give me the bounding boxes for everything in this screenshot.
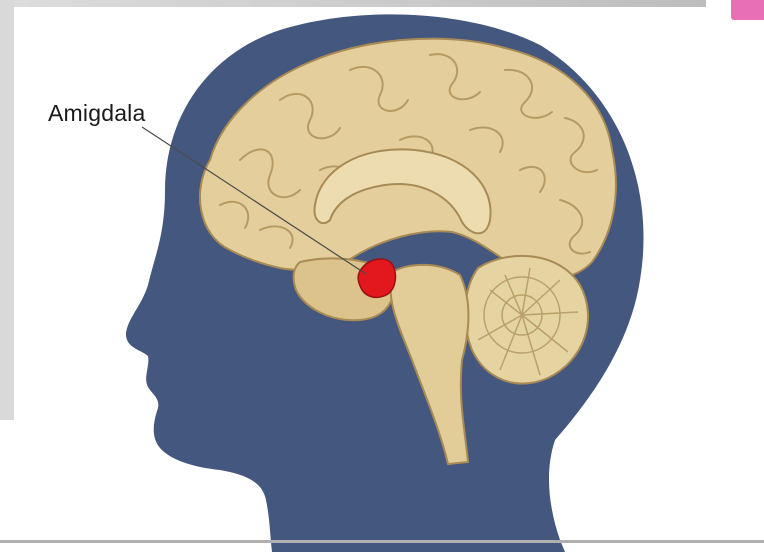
slide-bottom-rule xyxy=(0,540,764,543)
amygdala-label: Amigdala xyxy=(48,100,146,127)
